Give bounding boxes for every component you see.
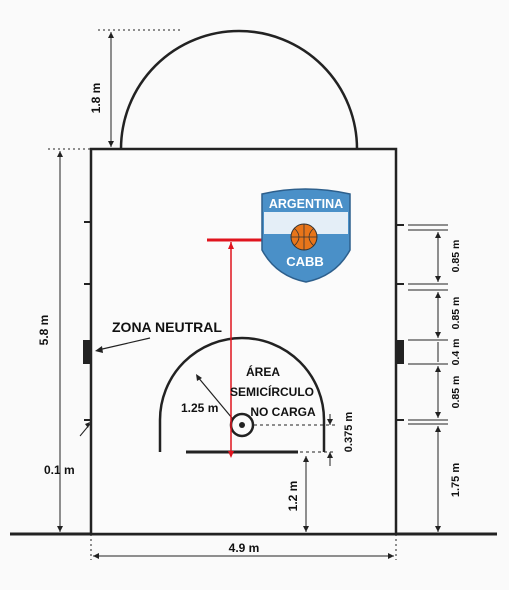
logo-bottom-text: CABB (286, 254, 324, 269)
neutral-zone-right (396, 340, 404, 364)
radius-arrow (196, 374, 202, 381)
right-mark-3-label: 0.4 m (450, 339, 462, 366)
right-mark-2-label: 0.85 m (450, 297, 462, 330)
right-dimension-arrows (435, 232, 441, 532)
free-throw-arc (119, 29, 359, 150)
neutral-zone-label: ZONA NEUTRAL (112, 319, 222, 335)
semicircle-radius-label: 1.25 m (181, 401, 218, 415)
rim-distance-label: 1.2 m (286, 481, 300, 512)
logo-top-text: ARGENTINA (269, 197, 343, 211)
right-bottom-label: 1.75 m (450, 463, 462, 497)
rim-distance-arrow-top (303, 456, 309, 462)
arc-height-label: 1.8 m (89, 83, 103, 114)
neutral-zone-pointer (97, 337, 151, 351)
arc-height-arrow-top (108, 32, 114, 38)
highlight-arrow-top (228, 242, 234, 249)
logo-white-band (264, 212, 348, 234)
no-charge-line-3: NO CARGA (250, 405, 316, 419)
rim-offset-arrow-top (327, 419, 333, 425)
highlight-arrow-bottom (228, 451, 234, 458)
width-arrow-left (93, 553, 99, 559)
no-charge-line-1: ÁREA (246, 364, 280, 379)
width-arrow-right (388, 553, 394, 559)
lane-width-label: 4.9 m (229, 541, 260, 555)
rim-center (239, 422, 245, 428)
rim-offset-label: 0.375 m (343, 412, 355, 453)
lane-length-arrow-bottom (57, 526, 63, 532)
neutral-zone-arrow (95, 346, 103, 353)
right-mark-1-label: 0.85 m (450, 240, 462, 273)
right-dimension-guides (408, 224, 448, 425)
lane-length-label: 5.8 m (37, 315, 51, 346)
gap-pointer-arrow (85, 422, 90, 428)
no-charge-line-2: SEMICÍRCULO (230, 384, 314, 399)
no-charge-semicircle (158, 336, 326, 452)
radius-line (196, 375, 233, 419)
right-mark-4-label: 0.85 m (450, 376, 462, 409)
rim-distance-arrow-bottom (303, 526, 309, 532)
logo-ball-seams (291, 224, 317, 250)
bottom-gap-label: 0.1 m (44, 463, 75, 477)
lane-length-arrow-top (57, 151, 63, 157)
neutral-zone-left (83, 340, 91, 364)
cabb-logo: ARGENTINA CABB (261, 188, 351, 283)
rim-offset-arrow-bottom (327, 452, 333, 458)
arc-height-arrow-bottom (108, 141, 114, 147)
